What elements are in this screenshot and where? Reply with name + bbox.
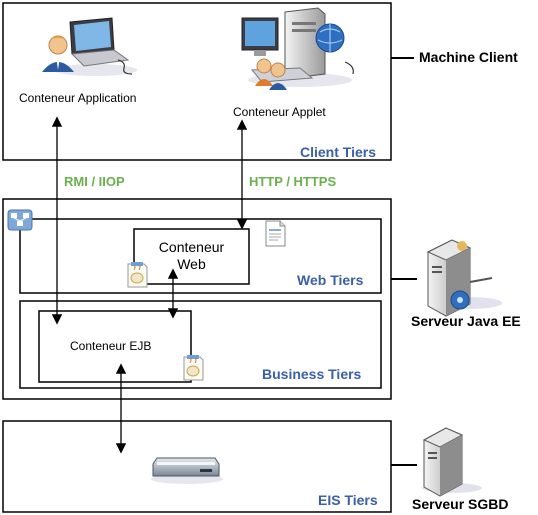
web-container-label-line2: Web (177, 256, 206, 272)
business-tier-box (19, 300, 382, 389)
server-tier-box (2, 198, 392, 400)
ejb-container-label: Conteneur EJB (70, 339, 152, 353)
desktop-users-icon (241, 7, 354, 90)
client-tier-label: Client Tiers (300, 144, 376, 160)
rmi-iiop-label: RMI / IIOP (64, 174, 125, 189)
sgbd-server-label: Serveur SGBD (412, 496, 509, 512)
business-tier-label: Business Tiers (262, 366, 362, 382)
web-container-box (133, 228, 250, 285)
laptop-user-icon (42, 17, 137, 76)
javaee-server-label: Serveur Java EE (411, 313, 521, 329)
storage-drive-icon (151, 457, 223, 484)
machine-client-label: Machine Client (419, 49, 518, 65)
web-container-label: Conteneur Web (134, 239, 249, 273)
applet-container-label: Conteneur Applet (233, 105, 326, 119)
http-https-label: HTTP / HTTPS (249, 174, 337, 189)
eis-tier-label: EIS Tiers (318, 492, 378, 508)
server-tower-icon (422, 427, 482, 497)
web-tier-box (19, 218, 382, 294)
java-bean-icon (127, 262, 148, 288)
java-bean-icon (183, 355, 204, 381)
app-container-label: Conteneur Application (19, 91, 137, 105)
document-icon (265, 220, 286, 247)
ejb-container-box (38, 310, 192, 383)
server-tower-gear-icon (426, 239, 502, 317)
web-container-label-line1: Conteneur (158, 239, 225, 255)
client-tier-box (2, 2, 392, 161)
web-tier-label: Web Tiers (297, 272, 364, 288)
eis-tier-box (2, 420, 392, 513)
network-icon (7, 209, 33, 231)
